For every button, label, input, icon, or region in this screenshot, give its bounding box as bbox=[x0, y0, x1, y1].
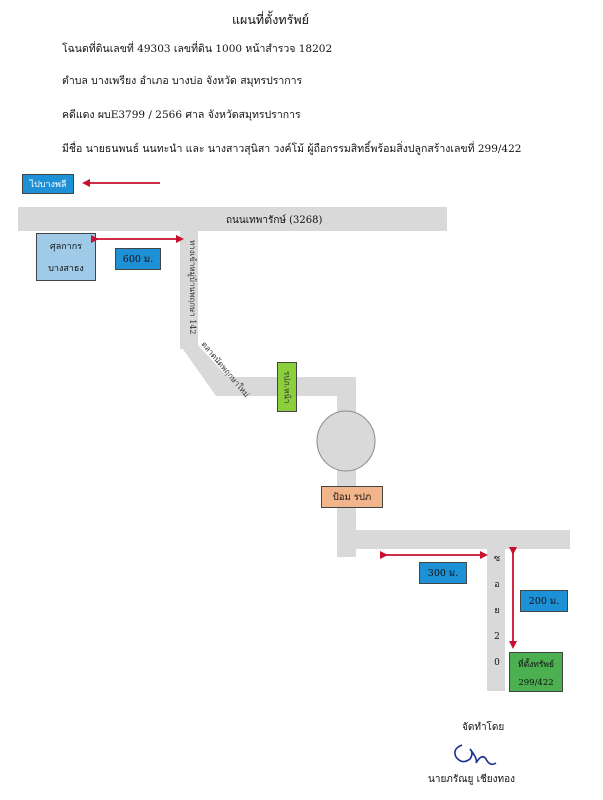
soi-letter: อ bbox=[494, 580, 500, 590]
distance-300-box: 300 ม. bbox=[419, 562, 467, 584]
owner-info: มีชื่อ นายธนพนธ์ นนทะนำ และ นางสาวสุนิสา… bbox=[62, 143, 522, 155]
soi-letter: 0 bbox=[494, 658, 500, 668]
soi-entrance-label: ทางเข้าหมู่บ้านพฤกษา 142 bbox=[188, 240, 197, 335]
made-by-label: จัดทำโดย bbox=[462, 722, 505, 733]
distance-200-box: 200 ม. bbox=[520, 590, 568, 612]
customs-label-1: ศุลกากร bbox=[49, 242, 82, 252]
property-number: 299/422 bbox=[518, 677, 554, 688]
soi-road-lower bbox=[356, 530, 570, 549]
customs-label-2: บางสาธง bbox=[48, 264, 84, 274]
location-info: ตำบล บางเพรียง อำเภอ บางบ่อ จังหวัด สมุท… bbox=[62, 75, 303, 87]
soi-20-label: ซ อ ย 2 0 bbox=[491, 546, 503, 676]
soi-letter: ย bbox=[494, 606, 500, 616]
main-road-label: ถนนเทพารักษ์ (3268) bbox=[226, 215, 323, 226]
guard-post-box: ป้อม รปภ bbox=[321, 486, 383, 508]
soi-letter: ซ bbox=[493, 554, 501, 564]
soi-road-upper bbox=[180, 231, 198, 349]
to-bang-phli-box: ไปบางพลี bbox=[22, 174, 74, 194]
main-road bbox=[18, 207, 447, 231]
property-label: ที่ตั้งทรัพย์ bbox=[517, 659, 555, 670]
deed-info: โฉนดที่ดินเลขที่ 49303 เลขที่ดิน 1000 หน… bbox=[62, 43, 333, 55]
property-box: ที่ตั้งทรัพย์ 299/422 bbox=[509, 652, 563, 692]
distance-600-box: 600 ม. bbox=[115, 248, 161, 270]
soi-20-road bbox=[487, 549, 505, 691]
soi-letter: 2 bbox=[494, 632, 500, 642]
green-marker-box: รปภ.หน้า bbox=[277, 362, 297, 412]
green-marker-label: รปภ.หน้า bbox=[282, 370, 292, 404]
customs-box: ศุลกากร บางสาธง bbox=[36, 233, 96, 281]
signer-name: นายภรัณยู เชียงทอง bbox=[428, 774, 516, 785]
map-title: แผนที่ตั้งทรัพย์ bbox=[232, 12, 309, 27]
case-info: คดีแดง ผบE3799 / 2566 ศาล จังหวัดสมุทรปร… bbox=[62, 109, 301, 121]
